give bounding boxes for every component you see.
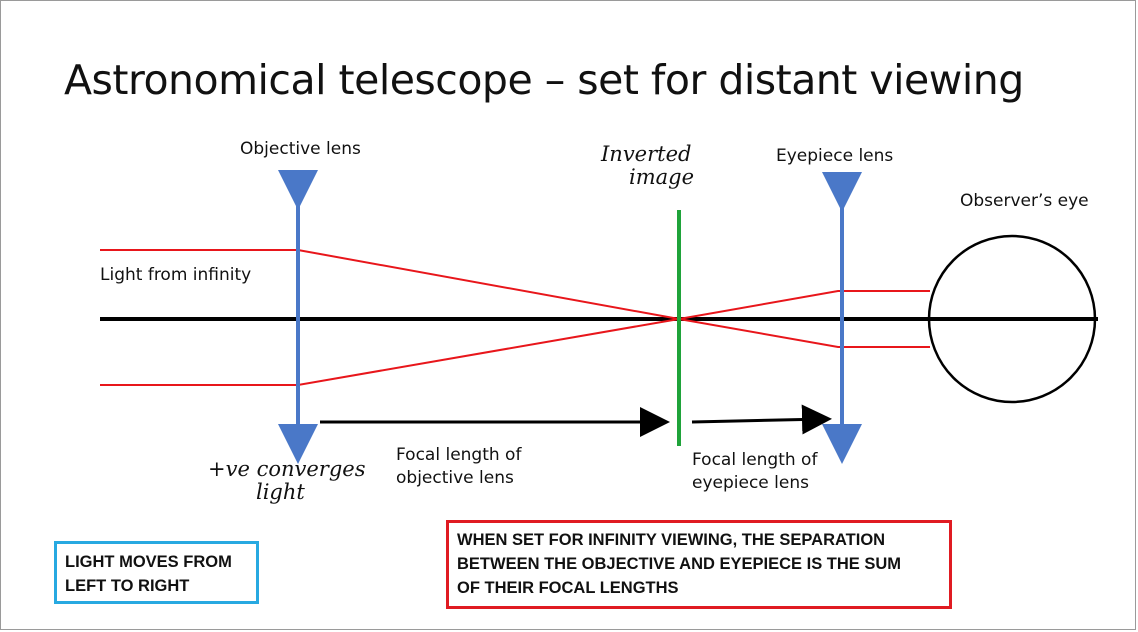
slide-title: Astronomical telescope – set for distant… bbox=[64, 56, 1024, 104]
focal-length-objective-line1: Focal length of bbox=[396, 445, 522, 465]
converges-light-line1: +ve converges bbox=[208, 457, 366, 481]
infinity-note-line2: BETWEEN THE OBJECTIVE AND EYEPIECE IS TH… bbox=[457, 555, 902, 573]
converges-light-line2: light bbox=[256, 480, 305, 504]
light-direction-note: LIGHT MOVES FROM LEFT TO RIGHT bbox=[54, 541, 259, 604]
infinity-note-line1: WHEN SET FOR INFINITY VIEWING, THE SEPAR… bbox=[457, 531, 886, 549]
light-from-infinity-label: Light from infinity bbox=[100, 265, 252, 285]
infinity-note-line3: OF THEIR FOCAL LENGTHS bbox=[457, 579, 679, 597]
converges-light-annotation: +ve converges light bbox=[208, 458, 365, 504]
infinity-viewing-note: WHEN SET FOR INFINITY VIEWING, THE SEPAR… bbox=[446, 520, 952, 609]
focal-length-objective-line2: objective lens bbox=[396, 468, 514, 488]
inverted-image-line2: image bbox=[629, 165, 695, 189]
focal-length-eyepiece-label: Focal length of eyepiece lens bbox=[692, 449, 817, 495]
objective-lens-label: Objective lens bbox=[240, 139, 361, 159]
focal-length-objective-label: Focal length of objective lens bbox=[396, 444, 521, 490]
focal-length-eyepiece-arrow bbox=[691, 404, 832, 435]
light-direction-line2: LEFT TO RIGHT bbox=[65, 577, 190, 595]
light-direction-line1: LIGHT MOVES FROM bbox=[65, 553, 232, 571]
ray-bottom bbox=[100, 290, 930, 386]
inverted-image-annotation: Inverted image bbox=[601, 143, 694, 189]
focal-length-eyepiece-line1: Focal length of bbox=[692, 450, 818, 470]
focal-length-eyepiece-line2: eyepiece lens bbox=[692, 473, 809, 493]
observers-eye-label: Observer’s eye bbox=[960, 191, 1089, 211]
observer-eye-circle bbox=[927, 234, 1097, 404]
inverted-image-line1: Inverted bbox=[601, 142, 692, 166]
eyepiece-lens-label: Eyepiece lens bbox=[776, 146, 894, 166]
